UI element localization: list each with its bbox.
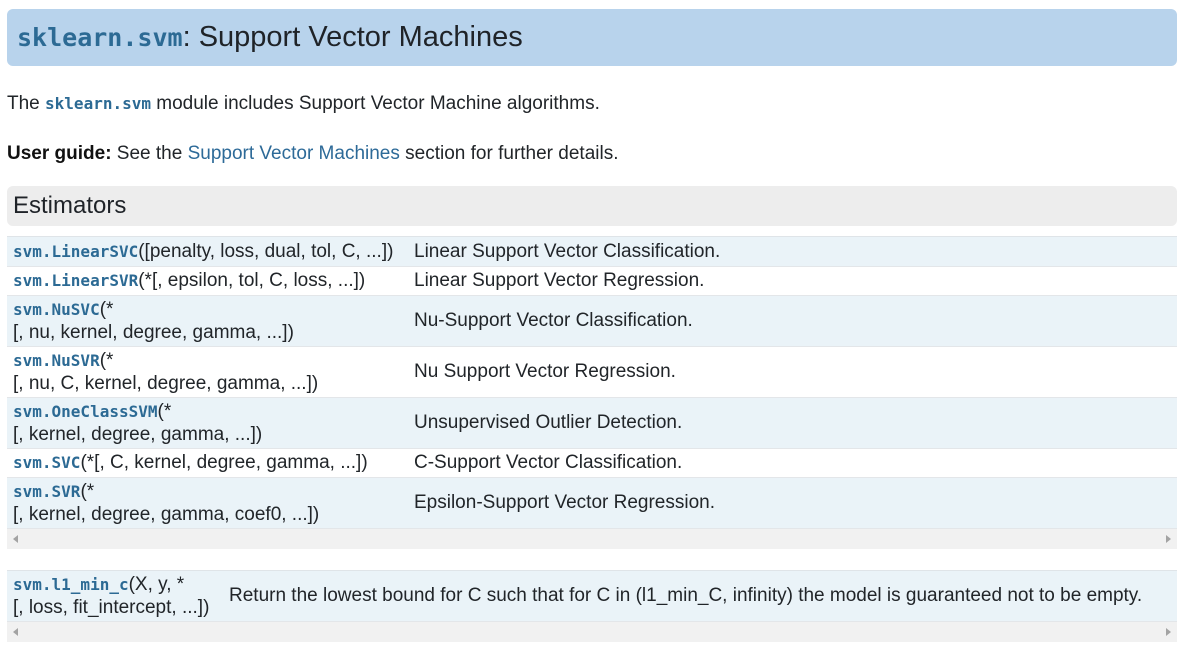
estimator-link[interactable]: svm.NuSVC (13, 299, 100, 319)
estimator-args: (*[, C, kernel, degree, gamma, ...]) (80, 452, 368, 473)
scroll-right-arrow-icon[interactable] (1166, 534, 1171, 543)
estimators-table-container: svm.LinearSVC([penalty, loss, dual, tol,… (7, 236, 1177, 549)
function-args-continued: [, loss, fit_intercept, ...]) (13, 596, 210, 618)
user-guide-note: User guide: See the Support Vector Machi… (7, 142, 1177, 166)
estimator-args-continued: [, nu, C, kernel, degree, gamma, ...]) (13, 372, 319, 394)
estimator-description: C-Support Vector Classification. (408, 448, 1177, 478)
estimator-args: (* (99, 349, 114, 371)
user-guide-after: section for further details. (399, 143, 619, 164)
estimator-signature: svm.NuSVC(*[, nu, kernel, degree, gamma,… (7, 295, 408, 347)
functions-table-container: svm.l1_min_c(X, y, *[, loss, fit_interce… (7, 569, 1177, 642)
estimator-signature: svm.OneClassSVM(*[, kernel, degree, gamm… (7, 397, 408, 449)
table-row: svm.LinearSVC([penalty, loss, dual, tol,… (7, 237, 1177, 267)
estimator-args-continued: [, nu, kernel, degree, gamma, ...]) (13, 321, 294, 343)
intro-module-code: sklearn.svm (45, 94, 151, 113)
estimator-description: Epsilon-Support Vector Regression. (408, 477, 1177, 529)
functions-table: svm.l1_min_c(X, y, *[, loss, fit_interce… (7, 570, 1177, 622)
estimators-horizontal-scrollbar[interactable] (7, 528, 1177, 549)
function-args: (X, y, * (128, 573, 185, 595)
estimator-args-continued: [, kernel, degree, gamma, coef0, ...]) (13, 503, 320, 525)
estimator-signature: svm.SVC(*[, C, kernel, degree, gamma, ..… (7, 448, 408, 478)
table-row: svm.NuSVR(*[, nu, C, kernel, degree, gam… (7, 346, 1177, 398)
function-link[interactable]: svm.l1_min_c (13, 574, 129, 594)
estimator-description: Nu Support Vector Regression. (408, 346, 1177, 398)
estimator-description: Linear Support Vector Classification. (408, 237, 1177, 267)
estimator-link[interactable]: svm.SVR (13, 481, 81, 501)
page-title-bar: sklearn.svm: Support Vector Machines (7, 9, 1177, 66)
table-row: svm.SVC(*[, C, kernel, degree, gamma, ..… (7, 448, 1177, 478)
estimator-description: Nu-Support Vector Classification. (408, 295, 1177, 347)
estimator-args: (*[, epsilon, tol, C, loss, ...]) (138, 270, 366, 291)
estimator-args: (* (157, 400, 172, 422)
estimators-section-header: Estimators (7, 186, 1177, 226)
estimator-link[interactable]: svm.LinearSVR (13, 271, 139, 290)
estimator-args-continued: [, kernel, degree, gamma, ...]) (13, 423, 263, 445)
scroll-left-arrow-icon[interactable] (13, 628, 18, 636)
estimators-table: svm.LinearSVC([penalty, loss, dual, tol,… (7, 237, 1177, 529)
estimator-args: ([penalty, loss, dual, tol, C, ...]) (138, 240, 394, 262)
estimators-heading: Estimators (13, 192, 127, 219)
estimator-link[interactable]: svm.SVC (13, 453, 81, 472)
estimator-description: Linear Support Vector Regression. (408, 266, 1177, 296)
estimator-link[interactable]: svm.OneClassSVM (13, 401, 158, 421)
table-row: svm.OneClassSVM(*[, kernel, degree, gamm… (7, 397, 1177, 449)
function-description: Return the lowest bound for C such that … (223, 570, 1177, 622)
estimator-signature: svm.SVR(*[, kernel, degree, gamma, coef0… (7, 477, 408, 529)
estimator-args: (* (80, 480, 95, 502)
table-row: svm.SVR(*[, kernel, degree, gamma, coef0… (7, 477, 1177, 529)
scroll-right-arrow-icon[interactable] (1166, 628, 1171, 636)
user-guide-label: User guide: (7, 143, 112, 164)
functions-horizontal-scrollbar[interactable] (7, 622, 1177, 642)
estimator-link[interactable]: svm.NuSVR (13, 350, 100, 370)
page-title-text: : Support Vector Machines (182, 21, 523, 53)
table-row: svm.NuSVC(*[, nu, kernel, degree, gamma,… (7, 295, 1177, 347)
estimator-signature: svm.NuSVR(*[, nu, C, kernel, degree, gam… (7, 346, 408, 398)
intro-after: module includes Support Vector Machine a… (151, 93, 600, 114)
module-intro: The sklearn.svm module includes Support … (7, 92, 1177, 116)
table-row: svm.l1_min_c(X, y, *[, loss, fit_interce… (7, 570, 1177, 622)
estimator-link[interactable]: svm.LinearSVC (13, 241, 139, 261)
estimator-signature: svm.LinearSVC([penalty, loss, dual, tol,… (7, 237, 408, 267)
scroll-left-arrow-icon[interactable] (13, 534, 18, 543)
page-title: sklearn.svm: Support Vector Machines (17, 21, 523, 54)
estimator-description: Unsupervised Outlier Detection. (408, 397, 1177, 449)
table-row: svm.LinearSVR(*[, epsilon, tol, C, loss,… (7, 266, 1177, 296)
function-signature: svm.l1_min_c(X, y, *[, loss, fit_interce… (7, 570, 223, 622)
intro-before: The (7, 93, 46, 114)
estimator-args: (* (99, 298, 114, 320)
page-title-code[interactable]: sklearn.svm (17, 23, 183, 52)
user-guide-link[interactable]: Support Vector Machines (187, 143, 400, 164)
estimator-signature: svm.LinearSVR(*[, epsilon, tol, C, loss,… (7, 266, 408, 296)
user-guide-before: See the (111, 143, 188, 164)
